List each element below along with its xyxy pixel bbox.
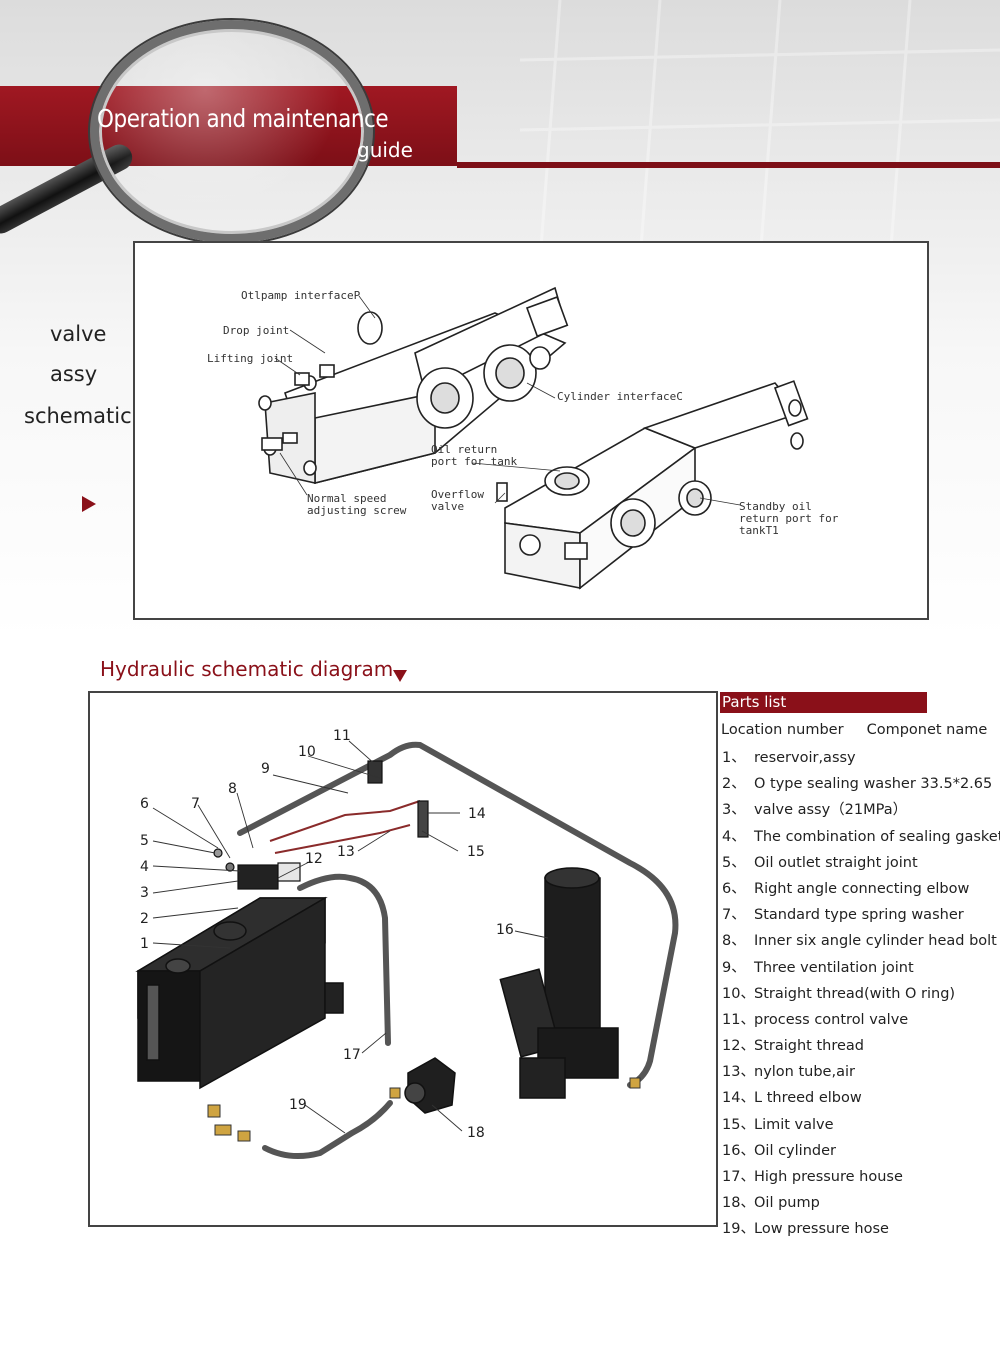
parts-list-columns: Location number Componet name	[721, 722, 987, 738]
header-red-line	[457, 162, 1000, 168]
list-item: 3、 valve assy（21MPa）	[722, 802, 908, 819]
callout-14: 14	[468, 806, 486, 822]
list-item: 17、High pressure house	[722, 1169, 903, 1185]
list-item: 14、L threed elbow	[722, 1090, 862, 1107]
list-item: 5、Oil outlet straight joint	[722, 854, 918, 871]
callout-10: 10	[298, 744, 316, 760]
list-item: 13、nylon tube,air	[722, 1064, 855, 1081]
callout-6: 6	[140, 796, 149, 812]
list-item: 7、Standard type spring washer	[722, 907, 964, 924]
list-item: 2、O type sealing washer 33.5*2.65	[722, 776, 993, 793]
callout-18: 18	[467, 1125, 485, 1141]
list-item: 8、Inner six angle cylinder head bolt	[722, 933, 997, 950]
callout-4: 4	[140, 859, 149, 875]
valve-label-cylinder-interface: Cylinder interfaceC	[557, 390, 683, 403]
list-item: 4、The combination of sealing gaskets	[722, 828, 1000, 845]
list-item: 9、Three ventilation joint	[722, 959, 914, 976]
triangle-right-icon	[82, 496, 96, 512]
hydraulic-drawing	[135, 740, 679, 1160]
parts-list-header: Parts list	[720, 692, 927, 713]
callout-2: 2	[140, 911, 149, 927]
background-grid-lines	[520, 0, 1000, 260]
section-title-hydraulic: Hydraulic schematic diagram	[100, 657, 394, 681]
valve-label-standby: Standby oil return port for tankT1	[739, 500, 839, 537]
list-item: 16、Oil cylinder	[722, 1142, 836, 1159]
valve-label-drop-joint: Drop joint	[223, 324, 290, 337]
list-item: 1、reservoir,assy	[722, 750, 856, 766]
callout-5: 5	[140, 833, 149, 849]
side-label-valve: valve	[50, 322, 107, 346]
list-item: 19、Low pressure hose	[722, 1221, 889, 1238]
side-label-schematic: schematic	[24, 404, 132, 428]
callout-3: 3	[140, 885, 149, 901]
column-location-number: Location number	[721, 722, 844, 738]
callout-19: 19	[289, 1097, 307, 1113]
callout-8: 8	[228, 781, 237, 797]
valve-label-lifting-joint: Lifting joint	[207, 352, 294, 365]
valve-label-oil-return: Oil return port for tank	[431, 443, 518, 468]
callout-16: 16	[496, 922, 514, 938]
valve-label-pump-interface: Otlpamp interfaceP	[241, 289, 361, 302]
triangle-down-icon	[393, 670, 407, 682]
column-component-name: Componet name	[866, 722, 988, 738]
list-item: 15、Limit valve	[722, 1116, 834, 1133]
list-item: 12、Straight thread	[722, 1038, 864, 1055]
list-item: 6、Right angle connecting elbow	[722, 880, 970, 897]
parts-list: 1、reservoir,assy 2、O type sealing washer…	[722, 746, 1000, 1244]
callout-13: 13	[337, 844, 355, 860]
valve-label-overflow: Overflow valve	[431, 488, 484, 513]
valve-label-normal-speed: Normal speed adjusting screw	[307, 492, 407, 517]
callout-7: 7	[191, 796, 200, 812]
callout-9: 9	[261, 761, 270, 777]
callout-12: 12	[305, 851, 323, 867]
callout-1: 1	[140, 936, 149, 952]
hydraulic-diagram-frame: 1 2 3 4 5 6 7 8 9 10 11 12 13 14 15 16 1…	[88, 691, 718, 1227]
callout-15: 15	[467, 844, 485, 860]
list-item: 11、process control valve	[722, 1011, 909, 1028]
magnifier-lens-icon	[90, 20, 373, 243]
side-label-assy: assy	[50, 362, 98, 386]
list-item: 18、Oil pump	[722, 1195, 820, 1212]
valve-diagram-frame: Otlpamp interfaceP Drop joint Lifting jo…	[133, 241, 929, 620]
list-item: 10、Straight thread(with O ring)	[722, 985, 956, 1002]
page-subtitle: guide	[357, 138, 413, 162]
page-title: Operation and maintenance	[97, 104, 389, 133]
callout-11: 11	[333, 728, 351, 744]
callout-17: 17	[343, 1047, 361, 1063]
valve-assy-drawing	[258, 286, 809, 590]
